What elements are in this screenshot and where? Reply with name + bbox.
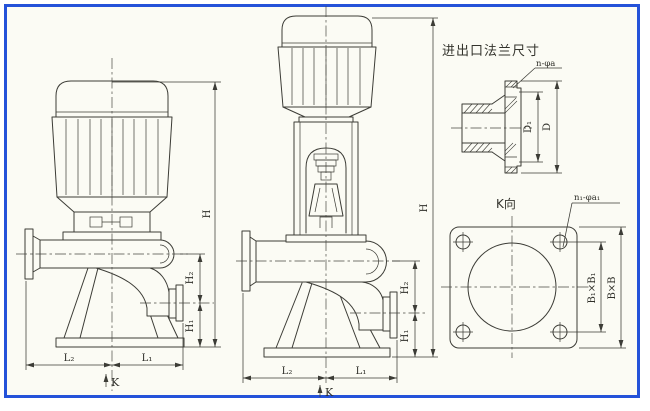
motor-neck (282, 106, 372, 118)
dimension-H2-H1-middle: H₂ H₁ (392, 260, 420, 357)
k-view-title: K向 (496, 196, 516, 211)
dim-label-H: H (419, 203, 430, 212)
dim-label-L1: L₁ (356, 366, 367, 377)
dim-label-D1: D₁ (523, 121, 534, 133)
base-plan-view: K向 n₁-φa₁ (441, 193, 626, 358)
flange-section (451, 80, 532, 174)
motor-fin-body (277, 46, 377, 108)
dimension-H-left: H (112, 81, 221, 348)
bolt-callout: n₁-φa₁ (562, 193, 620, 248)
flange-detail-view: 进出口法兰尺寸 n-φa D₁ (442, 44, 562, 174)
dimension-H2-H1-left: H₂ H₁ (180, 253, 205, 347)
hatching (463, 80, 518, 174)
cooling-fins (291, 48, 361, 105)
bolt-callout: n-φa (512, 59, 562, 89)
view-arrow-K-middle: K (317, 385, 334, 399)
dim-label-H2: H₂ (185, 272, 196, 285)
pedestal (55, 267, 185, 348)
base-plate (441, 216, 589, 358)
pedestal (263, 282, 391, 358)
left-pump-view: H H₂ H₁ L₂ L₁ (16, 58, 221, 391)
dim-label-L2: L₂ (282, 366, 293, 377)
motor (277, 15, 377, 123)
dim-label-D: D (542, 123, 553, 131)
motor-cap (281, 15, 373, 48)
view-label-K: K (111, 376, 120, 389)
suction-flange (389, 291, 398, 339)
dim-label-B1xB1: B₁×B₁ (587, 272, 598, 303)
bolt-callout-label: n₁-φa₁ (574, 193, 600, 203)
suction-elbow (95, 267, 184, 322)
dim-label-H1: H₁ (400, 330, 411, 343)
column-base-plate (285, 234, 367, 243)
centerlines (441, 216, 589, 358)
dim-label-H2: H₂ (400, 282, 411, 295)
view-label-K: K (325, 386, 334, 399)
dim-label-L1: L₁ (142, 353, 153, 364)
bolt-callout-label: n-φa (536, 59, 555, 69)
dimension-L2-L1-middle: L₂ L₁ (242, 293, 398, 383)
dimension-L2-L1-left: L₂ L₁ (25, 281, 184, 370)
anchor-bolt-holes (453, 232, 570, 342)
dimension-D: D (521, 80, 562, 174)
dimension-B: B×B (579, 226, 626, 349)
dim-label-L2: L₂ (64, 353, 75, 364)
flange-view-title: 进出口法兰尺寸 (442, 44, 540, 59)
dim-label-H1: H₁ (185, 320, 196, 333)
dim-label-BxB: B×B (607, 276, 618, 299)
dim-label-H: H (202, 209, 213, 218)
dimension-B1: B₁×B₁ (570, 241, 606, 333)
suction-hub (382, 296, 391, 332)
suction-elbow (305, 281, 398, 339)
suction-hub (168, 288, 177, 319)
sectional-pump-view: H H₂ H₁ L₂ L₁ (236, 6, 438, 399)
centerlines (16, 58, 214, 391)
view-arrow-K-left: K (103, 374, 120, 389)
dimension-D1: D₁ (519, 91, 543, 163)
